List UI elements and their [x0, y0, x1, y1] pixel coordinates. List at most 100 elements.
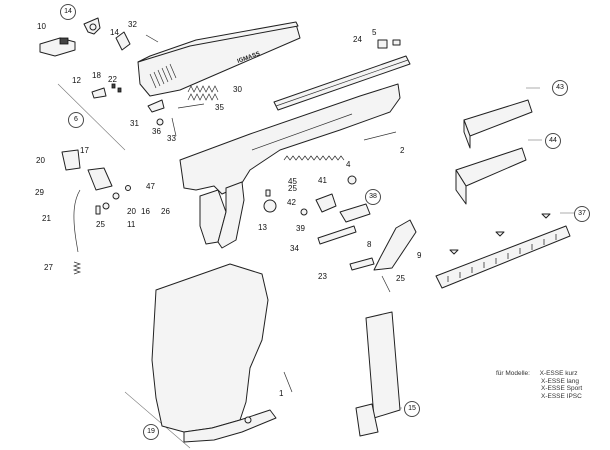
part-10-block	[39, 37, 76, 57]
part-20	[61, 149, 81, 171]
part-44	[455, 147, 527, 205]
label-25-left: 25	[96, 220, 105, 229]
part-18	[111, 83, 116, 89]
label-35: 35	[215, 103, 224, 112]
magazine-15	[355, 311, 401, 437]
part-47	[125, 185, 131, 191]
part-23	[349, 257, 375, 271]
part-31	[147, 99, 165, 113]
part-8	[339, 203, 371, 223]
label-13: 13	[258, 223, 267, 232]
part-38	[347, 175, 357, 185]
label-11: 11	[127, 220, 136, 229]
label-20-lower: 20	[127, 207, 136, 216]
part-37-rail	[435, 225, 571, 289]
label-34: 34	[290, 244, 299, 253]
part-21	[73, 189, 81, 253]
part-5	[392, 39, 401, 46]
label-10: 10	[37, 22, 46, 31]
label-21: 21	[42, 214, 51, 223]
label-27: 27	[44, 263, 53, 272]
legend-prefix: für Modelle:	[496, 370, 530, 377]
part-45	[265, 189, 271, 197]
label-47: 47	[146, 182, 155, 191]
label-39: 39	[296, 224, 305, 233]
label-41: 41	[318, 176, 327, 185]
frame	[179, 83, 401, 249]
part-24	[377, 39, 388, 49]
part-25c	[381, 275, 391, 293]
label-2: 2	[400, 146, 405, 155]
label-32: 32	[128, 20, 137, 29]
part-41	[315, 193, 337, 213]
label-24: 24	[353, 35, 362, 44]
label-19-circled: 19	[143, 424, 159, 440]
label-22: 22	[108, 75, 117, 84]
label-17: 17	[80, 146, 89, 155]
label-45: 45	[288, 177, 297, 186]
slide: IGMASS	[137, 21, 301, 97]
label-36: 36	[152, 127, 161, 136]
label-23: 23	[318, 272, 327, 281]
part-22	[117, 87, 122, 93]
legend-model-2: X-ESSE lang	[541, 377, 579, 385]
part-35-rod	[177, 103, 205, 109]
label-33: 33	[167, 134, 176, 143]
label-6-circled: 6	[68, 112, 84, 128]
label-9: 9	[417, 251, 422, 260]
label-8: 8	[367, 240, 372, 249]
part-14-hammer	[83, 17, 101, 35]
label-15-circled: 15	[404, 401, 420, 417]
label-16: 16	[141, 207, 150, 216]
legend-model-1: X-ESSE kurz	[539, 370, 578, 377]
screw-upper	[541, 213, 551, 219]
label-14-circled: 14	[60, 4, 76, 20]
label-44-circled: 44	[545, 133, 561, 149]
part-36	[156, 118, 164, 126]
model-legend: für Modelle: X-ESSE kurz X-ESSE lang X-E…	[496, 370, 582, 400]
label-26: 26	[161, 207, 170, 216]
label-1: 1	[279, 389, 284, 398]
screw-left	[449, 249, 459, 255]
legend-row-1: für Modelle: X-ESSE kurz	[496, 370, 582, 378]
part-14b	[115, 31, 131, 51]
part-32-pin	[145, 34, 159, 43]
part-43	[463, 99, 533, 149]
legend-model-3: X-ESSE Sport	[541, 385, 583, 392]
part-17	[87, 167, 113, 191]
part-26	[112, 192, 120, 200]
barrel	[273, 55, 411, 111]
part-34	[317, 225, 357, 245]
label-25-center: 25	[288, 184, 297, 193]
grip-19	[151, 263, 277, 443]
label-18: 18	[92, 71, 101, 80]
part-11	[95, 205, 101, 215]
part-2-pin	[363, 131, 397, 141]
legend-model-4: X-ESSE IPSC	[541, 392, 582, 400]
part-4-spring	[283, 155, 345, 161]
screw-mid	[495, 231, 505, 237]
part-13	[263, 199, 277, 213]
label-29: 29	[35, 188, 44, 197]
label-42: 42	[287, 198, 296, 207]
label-20-top: 20	[36, 156, 45, 165]
label-31: 31	[130, 119, 139, 128]
part-16	[102, 202, 110, 210]
part-39	[300, 208, 308, 216]
label-30: 30	[233, 85, 242, 94]
label-14: 14	[110, 28, 119, 37]
label-38-circled: 38	[365, 189, 381, 205]
part-12	[91, 87, 107, 99]
label-12: 12	[72, 76, 81, 85]
label-43-circled: 43	[552, 80, 568, 96]
label-37-circled: 37	[574, 206, 590, 222]
label-5: 5	[372, 28, 377, 37]
label-25-right: 25	[396, 274, 405, 283]
part-33	[171, 117, 177, 137]
label-4: 4	[346, 160, 351, 169]
part-27-spring	[72, 261, 82, 275]
part-30-spring	[187, 85, 219, 101]
part-9	[373, 219, 417, 271]
